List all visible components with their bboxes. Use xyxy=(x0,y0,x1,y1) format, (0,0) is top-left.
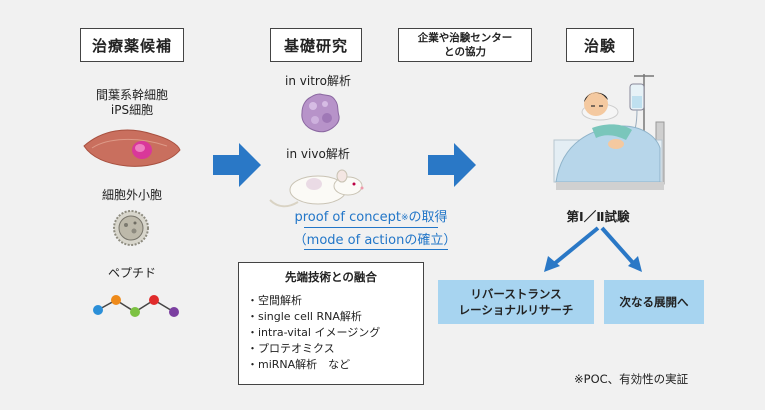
poc-suffix: の取得 xyxy=(408,210,448,225)
box-reverse-translational-research: リバーストランス レーショナルリサーチ xyxy=(438,280,594,324)
poc-underline xyxy=(304,227,438,228)
patient-in-bed-image xyxy=(553,74,665,190)
list-item: miRNA解析 など xyxy=(247,357,423,373)
in-vitro-cell-image xyxy=(301,93,340,133)
peptide-chain-image xyxy=(93,295,179,317)
list-item: 空間解析 xyxy=(247,293,423,309)
arrow-right-icon xyxy=(428,143,476,187)
split-arrows xyxy=(544,226,642,272)
footnote: ※POC、有効性の実証 xyxy=(574,372,689,386)
box-next-steps: 次なる展開へ xyxy=(604,280,704,324)
proof-of-concept-text: proof of concept※の取得 xyxy=(295,210,448,226)
list-item: single cell RNA解析 xyxy=(247,309,423,325)
label-phase-trial: 第Ⅰ／Ⅱ試験 xyxy=(566,209,630,224)
label-in-vivo: in vivo解析 xyxy=(286,147,350,161)
label-in-vitro: in vitro解析 xyxy=(285,74,351,88)
mode-of-action-text: （mode of actionの確立） xyxy=(293,233,457,248)
stem-cell-image xyxy=(83,129,181,167)
list-item: プロテオミクス xyxy=(247,341,423,357)
list-item: intra-vital イメージング xyxy=(247,325,423,341)
header-collaboration: 企業や治験センター との協力 xyxy=(398,28,532,62)
exosome-image xyxy=(113,210,149,246)
advanced-tech-box: 先端技術との融合 空間解析 single cell RNA解析 intra-vi… xyxy=(238,262,424,385)
header-basic-research: 基礎研究 xyxy=(270,28,362,62)
advanced-tech-list: 空間解析 single cell RNA解析 intra-vital イメージン… xyxy=(247,293,423,373)
moa-underline xyxy=(304,249,448,250)
header-candidates: 治療薬候補 xyxy=(80,28,184,62)
poc-prefix: proof of concept xyxy=(294,210,401,225)
header-clinical-trial: 治験 xyxy=(566,28,634,62)
label-peptide: ペプチド xyxy=(107,266,157,280)
poc-footnote-mark: ※ xyxy=(400,213,409,223)
label-ips-cells: iPS細胞 xyxy=(110,103,154,117)
label-mesenchymal-stem-cells: 間葉系幹細胞 xyxy=(95,88,169,102)
advanced-tech-title: 先端技術との融合 xyxy=(285,270,377,284)
mouse-image xyxy=(269,169,364,208)
label-extracellular-vesicles: 細胞外小胞 xyxy=(101,188,163,202)
arrow-right-icon xyxy=(213,143,261,187)
